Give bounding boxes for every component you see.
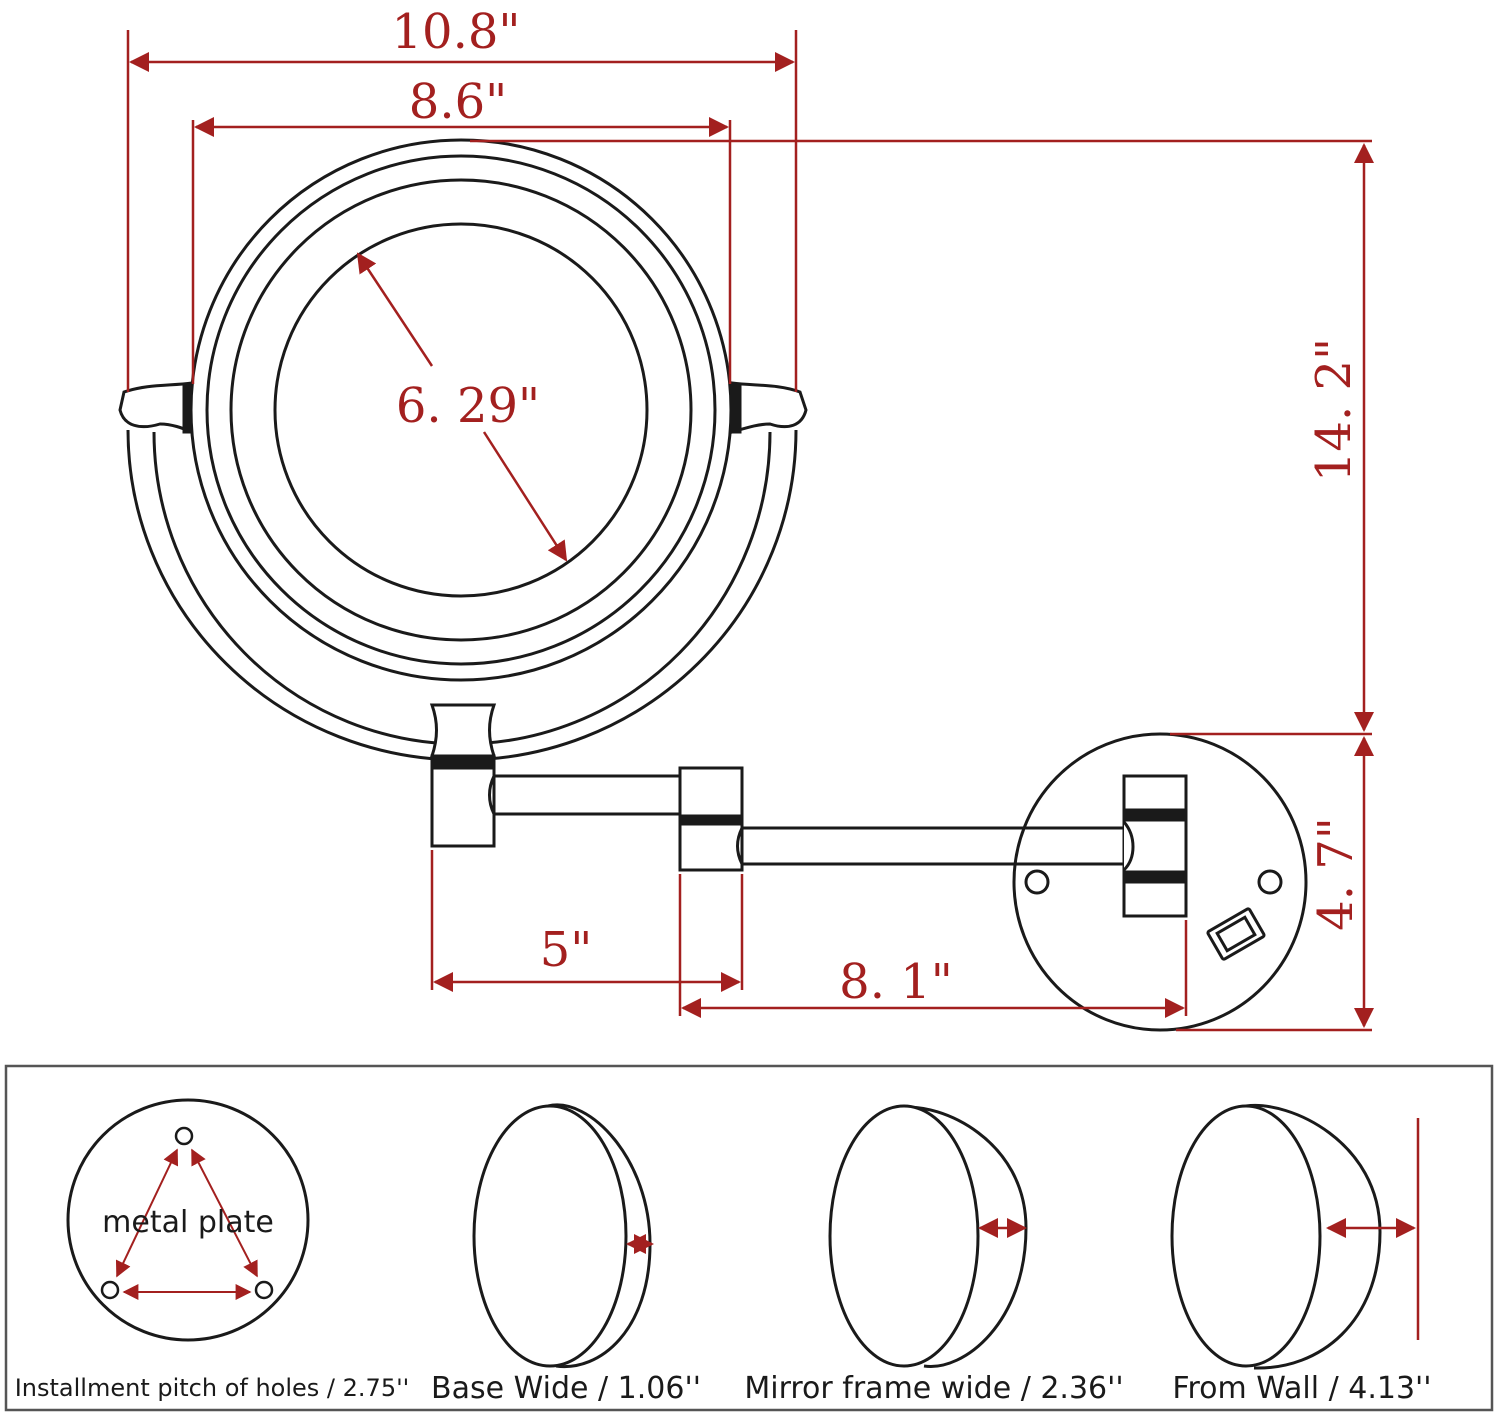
dim-arm-first: 5" (540, 922, 593, 978)
mirror-frame-disc (828, 1104, 1028, 1368)
power-switch (1206, 907, 1266, 961)
mirror-ring-3 (229, 178, 693, 642)
screw-hole-right (1257, 869, 1283, 895)
dim-arm-second: 8. 1" (839, 954, 953, 1010)
mirror-outer-ring (189, 138, 733, 682)
metal-plate-detail (66, 1098, 310, 1342)
base-wide-disc (472, 1103, 652, 1369)
dim-frame-width: 8.6" (409, 74, 507, 130)
caption-hole-pitch: Installment pitch of holes / 2.75'' (15, 1374, 410, 1402)
caption-mirror-frame: Mirror frame wide / 2.36'' (744, 1371, 1123, 1406)
mirror-ring-2 (205, 154, 717, 666)
dim-mirror-diameter: 6. 29" (396, 378, 540, 434)
plate-hole-left (100, 1280, 120, 1300)
mirror-glass (273, 222, 649, 598)
from-wall-disc (1170, 1103, 1382, 1370)
plate-hole-right (254, 1280, 274, 1300)
left-pivot (118, 381, 194, 435)
mirror-collar (429, 703, 497, 758)
dimension-lines (126, 30, 1374, 1032)
base-bracket (1122, 774, 1188, 918)
caption-base-wide: Base Wide / 1.06'' (431, 1371, 701, 1406)
right-pivot (730, 381, 808, 434)
detail-panel (4, 1064, 1494, 1412)
plate-hole-top (174, 1126, 194, 1146)
screw-hole-left (1024, 869, 1050, 895)
arm-joint-1 (430, 754, 496, 848)
dim-base-height: 4. 7" (1308, 817, 1364, 931)
mirror-drawing (118, 138, 1308, 1032)
caption-from-wall: From Wall / 4.13'' (1172, 1371, 1431, 1406)
dim-overall-height: 14. 2" (1306, 338, 1362, 482)
plate-label: metal plate (102, 1205, 274, 1240)
dim-overall-width: 10.8" (392, 4, 521, 60)
